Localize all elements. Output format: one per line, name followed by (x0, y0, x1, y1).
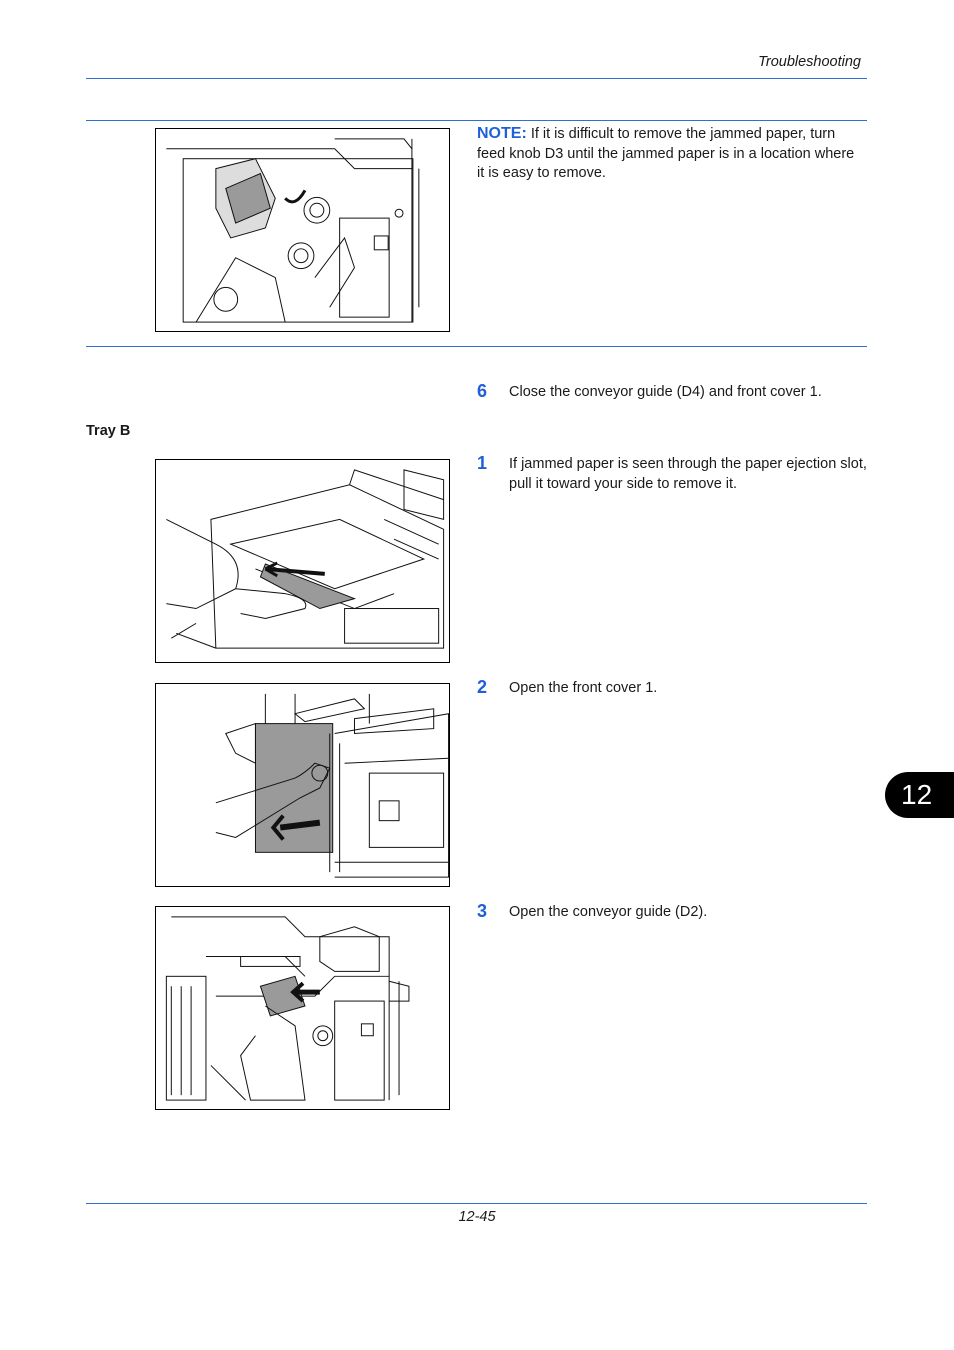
note-text: If it is difficult to remove the jammed … (477, 126, 855, 181)
figure-feed-knob-d3 (155, 128, 450, 332)
chapter-tab: 12 (885, 772, 954, 818)
conveyor-guide-illustration (165, 916, 410, 1101)
figure-step-3 (155, 906, 450, 1110)
step-text: If jammed paper is seen through the pape… (509, 456, 867, 492)
front-cover-illustration (215, 693, 449, 878)
note-block: NOTE: If it is difficult to remove the j… (477, 124, 857, 184)
section-title: Tray B (86, 423, 131, 439)
figure-step-1 (155, 459, 450, 663)
page-number: 12-45 (458, 1209, 496, 1225)
step-text: Close the conveyor guide (D4) and front … (509, 384, 822, 400)
step-number: 3 (477, 901, 488, 921)
step-text: Open the conveyor guide (D2). (509, 904, 708, 920)
note-bottom-rule (86, 346, 867, 347)
step-number: 2 (477, 677, 488, 697)
note-top-rule (86, 120, 867, 121)
footer-rule (86, 1203, 867, 1204)
header-title: Troubleshooting (758, 54, 861, 70)
figure-step-2 (155, 683, 450, 887)
step-number: 6 (477, 381, 488, 401)
step-number: 1 (477, 453, 488, 473)
feed-knob-illustration (166, 138, 420, 323)
paper-ejection-illustration (166, 469, 445, 649)
step-text: Open the front cover 1. (509, 680, 658, 696)
note-label: NOTE: (477, 125, 527, 142)
header-rule (86, 78, 867, 79)
